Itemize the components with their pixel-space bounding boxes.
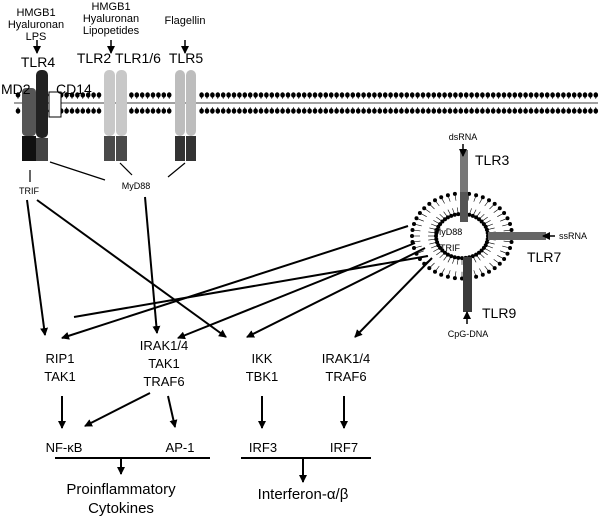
label-tlr3: TLR3 xyxy=(475,152,509,168)
output-proinflammatory-2: Cytokines xyxy=(88,500,154,517)
ligand-tlr4-2: Hyaluronan xyxy=(8,19,64,31)
node-tbk1: TBK1 xyxy=(246,369,279,384)
node-nfkb: NF-κB xyxy=(46,440,83,455)
node-ap1: AP-1 xyxy=(166,440,195,455)
label-myd88-surface: MyD88 xyxy=(122,181,151,191)
label-tlr16: TLR1/6 xyxy=(115,50,161,66)
label-md2: MD2 xyxy=(1,81,31,97)
tlr5-dimer xyxy=(175,70,196,161)
label-tlr5: TLR5 xyxy=(169,50,203,66)
label-tlr9: TLR9 xyxy=(482,305,516,321)
tlr4-complex xyxy=(22,70,62,161)
tlr7-receptor xyxy=(488,232,546,240)
tlr2-tlr16-dimer xyxy=(104,70,127,161)
label-myd88-endosome: MyD88 xyxy=(434,227,463,237)
label-tlr2: TLR2 xyxy=(77,50,111,66)
node-tak1-a: TAK1 xyxy=(44,369,76,384)
adaptor-connectors xyxy=(29,161,186,182)
node-irf3: IRF3 xyxy=(249,440,277,455)
node-irak14-a: IRAK1/4 xyxy=(140,338,188,353)
label-trif-surface: TRIF xyxy=(19,186,39,196)
label-cd14: CD14 xyxy=(56,81,92,97)
tlr9-receptor xyxy=(463,257,472,312)
plasma-membrane xyxy=(14,92,599,114)
node-rip1: RIP1 xyxy=(46,351,75,366)
tlr3-receptor xyxy=(460,150,468,222)
ligand-tlr5: Flagellin xyxy=(165,15,206,27)
node-ikk: IKK xyxy=(252,351,273,366)
node-traf6-a: TRAF6 xyxy=(143,374,184,389)
node-irf7: IRF7 xyxy=(330,440,358,455)
node-irak14-b: IRAK1/4 xyxy=(322,351,370,366)
label-tlr7: TLR7 xyxy=(527,249,561,265)
endosome xyxy=(410,191,514,281)
output-bars xyxy=(55,457,371,483)
label-tlr4: TLR4 xyxy=(21,54,55,70)
node-tak1-b: TAK1 xyxy=(148,356,180,371)
membrane-lipid-heads xyxy=(15,92,599,114)
ligand-tlr2-1: HMGB1 xyxy=(91,1,130,13)
signaling-arrows xyxy=(26,196,433,429)
ligand-tlr4-3: LPS xyxy=(26,31,47,43)
label-trif-endosome: TRIF xyxy=(440,243,460,253)
ligand-tlr9: CpG-DNA xyxy=(448,329,489,339)
ligand-tlr2-3: Lipopetides xyxy=(83,25,140,37)
node-traf6-b: TRAF6 xyxy=(325,369,366,384)
endosome-lipid-bilayer xyxy=(410,191,514,281)
ligand-tlr7: ssRNA xyxy=(559,231,587,241)
ligand-tlr4-1: HMGB1 xyxy=(16,7,55,19)
output-interferon: Interferon-α/β xyxy=(258,486,349,503)
ligand-tlr2-2: Hyaluronan xyxy=(83,13,139,25)
ligand-tlr3: dsRNA xyxy=(449,132,478,142)
ligand-arrows xyxy=(33,40,555,324)
output-proinflammatory-1: Proinflammatory xyxy=(66,481,176,498)
